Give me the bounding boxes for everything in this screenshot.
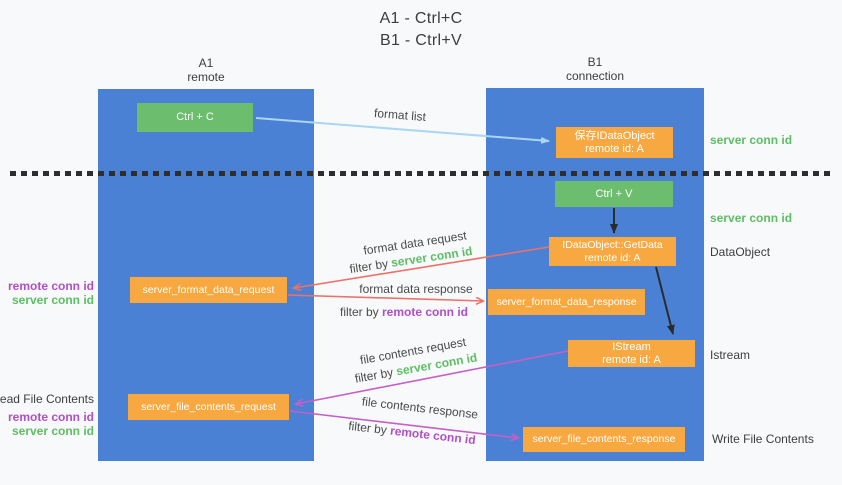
remote-conn-id-label-file-left: remote conn id bbox=[7, 410, 94, 424]
istream-line1: IStream bbox=[612, 340, 651, 353]
title-line-1: A1 - Ctrl+C bbox=[379, 10, 463, 27]
idataobject-getdata-line1: IDataObject::GetData bbox=[562, 238, 663, 251]
server-format-data-request-box: server_format_data_request bbox=[130, 277, 287, 303]
ctrl-v-label: Ctrl + V bbox=[595, 187, 633, 200]
remote-conn-id-label-format-left: remote conn id bbox=[7, 279, 94, 293]
page-title: A1 - Ctrl+C B1 - Ctrl+V bbox=[380, 8, 463, 52]
server-file-contents-response-box: server_file_contents_response bbox=[523, 427, 685, 452]
server-file-contents-request-label: server_file_contents_request bbox=[141, 400, 276, 413]
remote-conn-id-text: remote conn id bbox=[389, 423, 477, 448]
lifeline-b1-role: connection bbox=[565, 69, 625, 83]
lifeline-b1-name: B1 bbox=[587, 55, 603, 69]
save-idataobject-line1: 保存IDataObject bbox=[574, 129, 655, 142]
filter-by-text: filter by bbox=[353, 364, 398, 386]
istream-side-label: Istream bbox=[710, 348, 751, 362]
istream-line2: remote id: A bbox=[602, 353, 661, 366]
lifeline-a1-role: remote bbox=[187, 70, 225, 84]
server-format-data-response-label: server_format_data_response bbox=[496, 295, 637, 308]
format-list-label: format list bbox=[373, 105, 427, 125]
file-contents-response-label: file contents response bbox=[361, 394, 479, 422]
server-file-contents-response-label: server_file_contents_response bbox=[532, 433, 676, 445]
filter-by-text: filter by bbox=[348, 256, 393, 277]
read-file-contents-label: Read File Contents bbox=[0, 392, 94, 406]
file-contents-response-filter-label: filter by remote conn id bbox=[348, 419, 477, 447]
write-file-contents-label: Write File Contents bbox=[712, 432, 814, 446]
lifeline-b1-header: B1 connection bbox=[486, 55, 704, 83]
lifeline-a1-header: A1 remote bbox=[98, 56, 314, 84]
dataobject-label: DataObject bbox=[710, 245, 771, 259]
ctrl-c-label: Ctrl + C bbox=[176, 111, 214, 123]
server-conn-id-label-top-right: server conn id bbox=[710, 133, 793, 147]
server-file-contents-request-box: server_file_contents_request bbox=[128, 394, 289, 420]
filter-by-text: filter by bbox=[339, 305, 382, 319]
ctrl-c-box: Ctrl + C bbox=[137, 103, 253, 132]
save-idataobject-box: 保存IDataObject remote id: A bbox=[556, 127, 673, 158]
title-line-2: B1 - Ctrl+V bbox=[380, 32, 462, 49]
remote-conn-id-text: remote conn id bbox=[382, 305, 469, 319]
server-conn-id-label-format-left: server conn id bbox=[11, 293, 94, 307]
save-idataobject-line2: remote id: A bbox=[585, 142, 644, 155]
server-format-data-response-box: server_format_data_response bbox=[488, 289, 645, 315]
idataobject-getdata-line2: remote id: A bbox=[584, 251, 641, 264]
format-data-response-label: format data response bbox=[359, 282, 473, 296]
idataobject-getdata-box: IDataObject::GetData remote id: A bbox=[549, 237, 676, 266]
session-divider-dotted-line bbox=[10, 171, 834, 176]
server-conn-id-label-file-left: server conn id bbox=[11, 424, 94, 438]
server-conn-id-label-mid-right: server conn id bbox=[710, 211, 793, 225]
ctrl-v-box: Ctrl + V bbox=[555, 181, 673, 207]
server-format-data-request-label: server_format_data_request bbox=[142, 283, 275, 296]
filter-by-text: filter by bbox=[347, 418, 391, 438]
istream-box: IStream remote id: A bbox=[568, 340, 695, 367]
lifeline-a1-name: A1 bbox=[198, 56, 214, 70]
format-data-response-filter-label: filter by remote conn id bbox=[340, 305, 468, 319]
